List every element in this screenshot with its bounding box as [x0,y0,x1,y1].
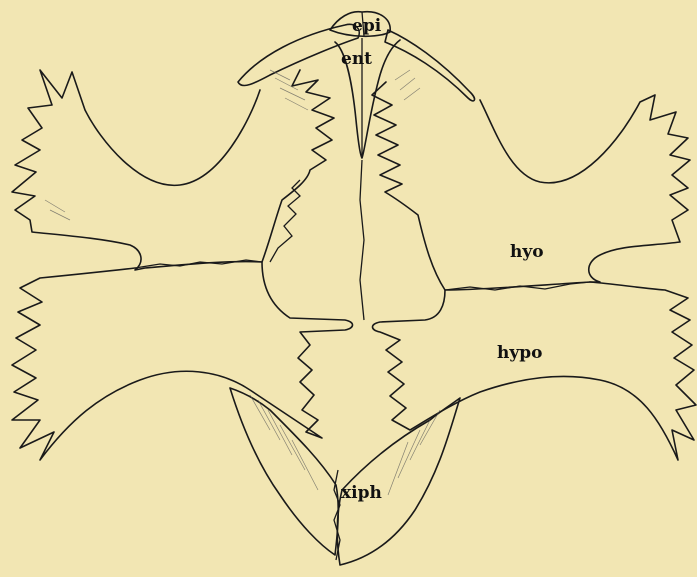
label-xiph: xiph [341,483,382,503]
midline-suture-central [360,160,364,320]
hatching [45,70,440,495]
hypoplastron-left [12,262,353,460]
xiph-suture [334,470,340,560]
label-hyo: hyo [510,242,544,262]
label-ent: ent [341,49,372,69]
label-epi: epi [352,16,382,36]
hyoplastron-left [12,70,334,270]
label-hypo: hypo [497,343,542,363]
hypoplastron-right [373,282,697,460]
